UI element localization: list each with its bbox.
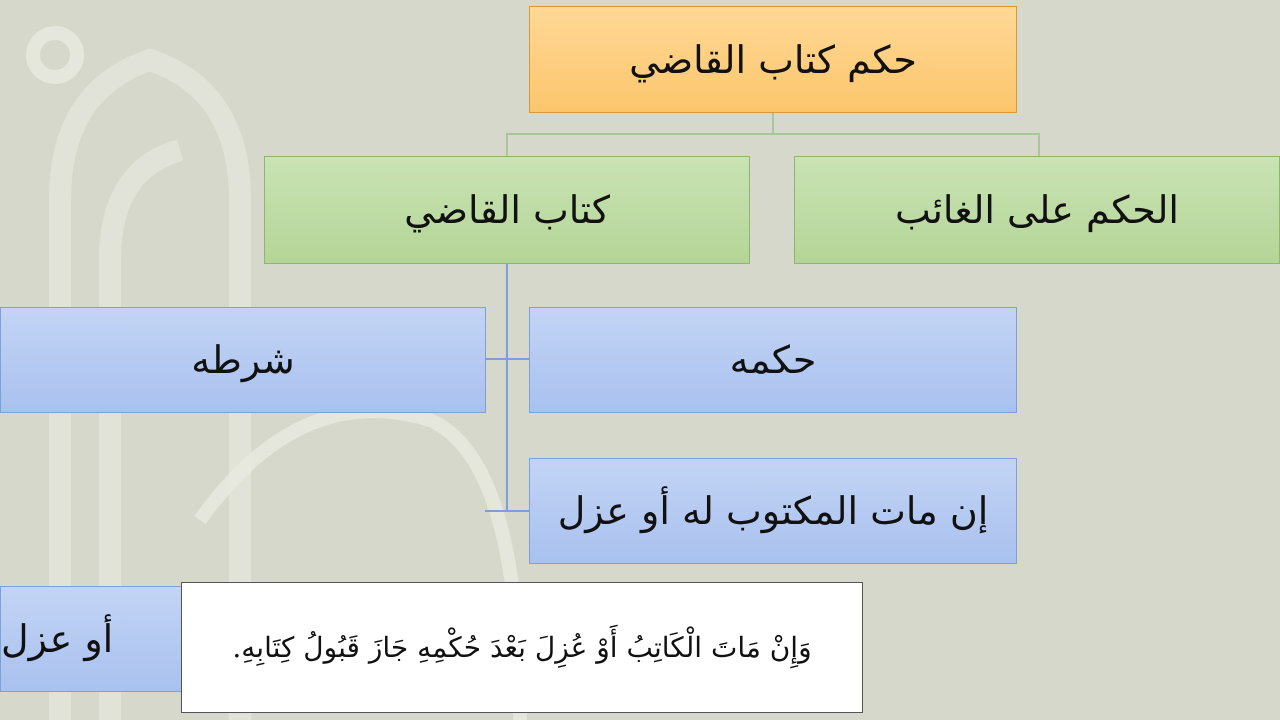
connector-to-sharth	[485, 358, 529, 360]
connector-root-down	[772, 112, 774, 134]
connector-to-ghaib	[1038, 133, 1040, 157]
node-label: كتاب القاضي	[404, 188, 610, 232]
node-label: حكمه	[729, 338, 817, 382]
root-node: حكم كتاب القاضي	[529, 6, 1017, 113]
node-label: الحكم على الغائب	[895, 188, 1179, 232]
node-shartuhu: شرطه	[0, 307, 486, 413]
node-label: إن مات المكتوب له أو عزل	[557, 489, 989, 533]
annotation-note-text: وَإِنْ مَاتَ الْكَاتِبُ أَوْ عُزِلَ بَعْ…	[232, 631, 812, 664]
node-kitab-alqadi: كتاب القاضي	[264, 156, 750, 264]
annotation-note: وَإِنْ مَاتَ الْكَاتِبُ أَوْ عُزِلَ بَعْ…	[181, 582, 863, 713]
connector-to-kitab	[506, 133, 508, 157]
connector-level1-horizontal	[506, 133, 1040, 135]
node-label: أو عزل	[1, 617, 114, 661]
node-aw-uzila: أو عزل	[0, 586, 200, 692]
root-node-label: حكم كتاب القاضي	[629, 37, 917, 82]
node-label: شرطه	[191, 338, 295, 382]
node-hukmuhu: حكمه	[529, 307, 1017, 413]
node-in-mata: إن مات المكتوب له أو عزل	[529, 458, 1017, 564]
connector-to-mata	[485, 510, 529, 512]
node-hukm-ala-alghaib: الحكم على الغائب	[794, 156, 1280, 264]
connector-kitab-down	[506, 263, 508, 511]
